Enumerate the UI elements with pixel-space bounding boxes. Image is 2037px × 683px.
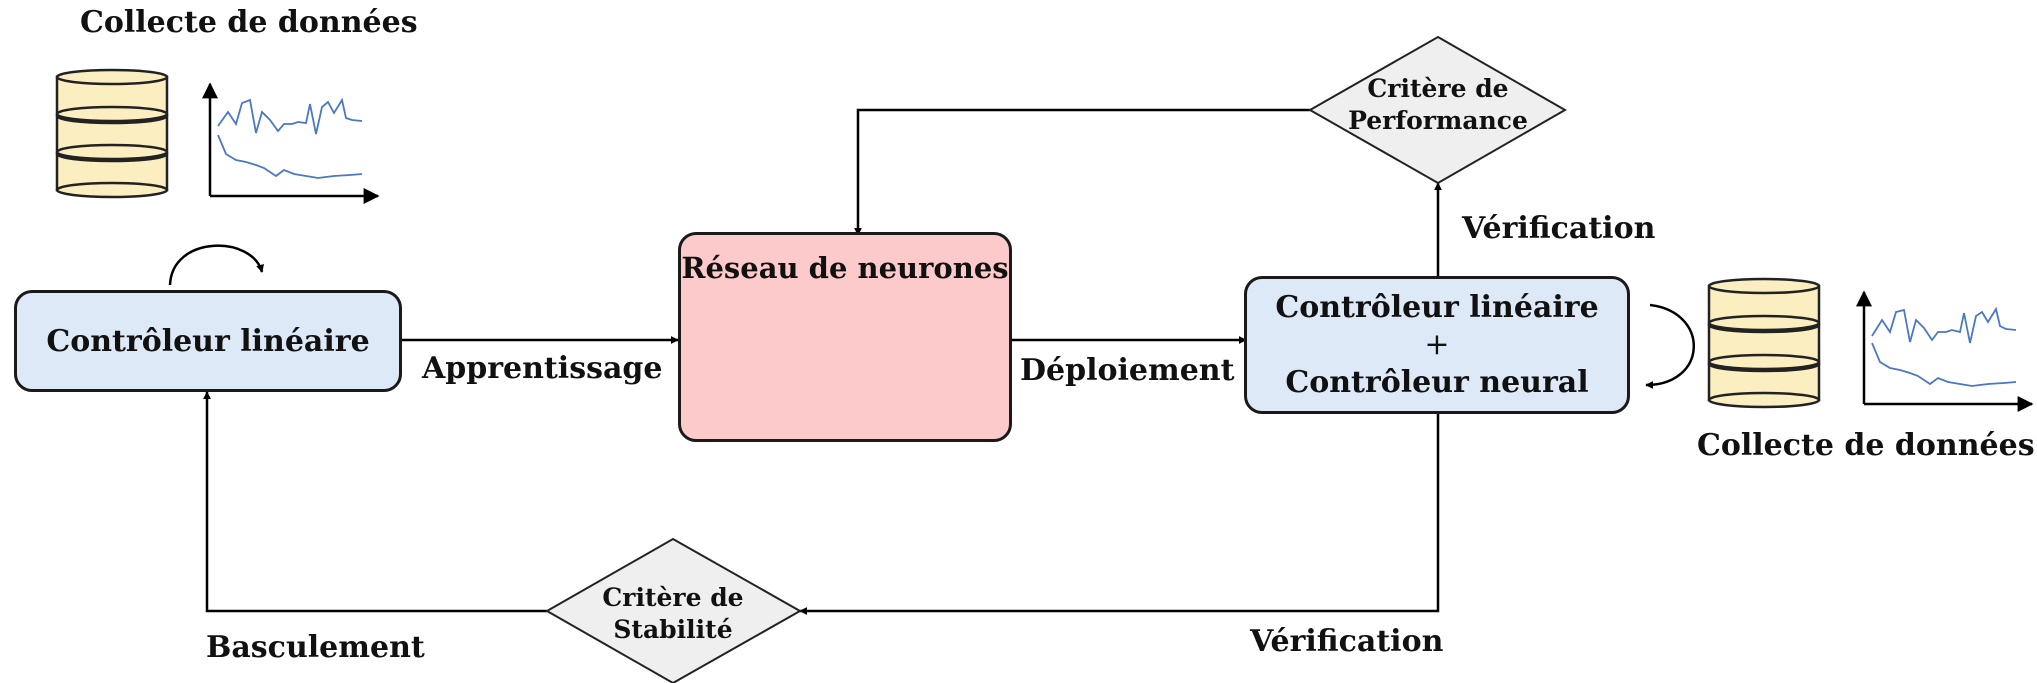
performance-feedback-arrow — [854, 108, 1310, 236]
switching-arrow — [203, 391, 547, 613]
performance-criterion-line2: Performance — [1348, 106, 1528, 135]
verification-bottom-label: Vérification — [1250, 624, 1444, 659]
stability-criterion-line2: Stabilité — [613, 615, 733, 644]
combined-controller-plus: + — [1424, 327, 1450, 363]
linear-controller-label: Contrôleur linéaire — [46, 323, 370, 359]
combined-controller-line1: Contrôleur linéaire — [1275, 289, 1599, 325]
data-collection-title-top-left: Collecte de données — [80, 5, 418, 40]
learning-label: Apprentissage — [422, 351, 663, 386]
self-loop-arrow-left — [168, 244, 264, 286]
combined-controller-node: Contrôleur linéaire + Contrôleur neural — [1244, 276, 1630, 414]
linear-controller-node: Contrôleur linéaire — [14, 290, 402, 392]
deployment-label: Déploiement — [1020, 353, 1235, 388]
performance-criterion-diamond — [1307, 35, 1568, 185]
verification-top-label: Vérification — [1462, 211, 1656, 246]
neural-network-node: Réseau de neurones — [678, 232, 1012, 442]
data-plot-icon-bottom-right — [1856, 290, 2034, 412]
neural-network-title: Réseau de neurones — [681, 251, 1009, 285]
database-icon-top-left — [55, 68, 169, 199]
database-icon-bottom-right — [1707, 277, 1821, 409]
stability-criterion-diamond — [544, 537, 803, 683]
data-plot-icon-top-left — [202, 82, 380, 204]
data-collection-title-bottom-right: Collecte de données — [1697, 428, 2035, 463]
stability-criterion-label: Critère de Stabilité — [578, 582, 768, 646]
self-loop-arrow-right — [1645, 303, 1695, 389]
performance-criterion-label: Critère de Performance — [1338, 73, 1538, 137]
switching-label: Basculement — [206, 630, 425, 665]
stability-criterion-line1: Critère de — [602, 583, 744, 612]
performance-criterion-line1: Critère de — [1367, 74, 1509, 103]
verification-bottom-arrow — [799, 413, 1440, 615]
combined-controller-line2: Contrôleur neural — [1285, 364, 1589, 400]
